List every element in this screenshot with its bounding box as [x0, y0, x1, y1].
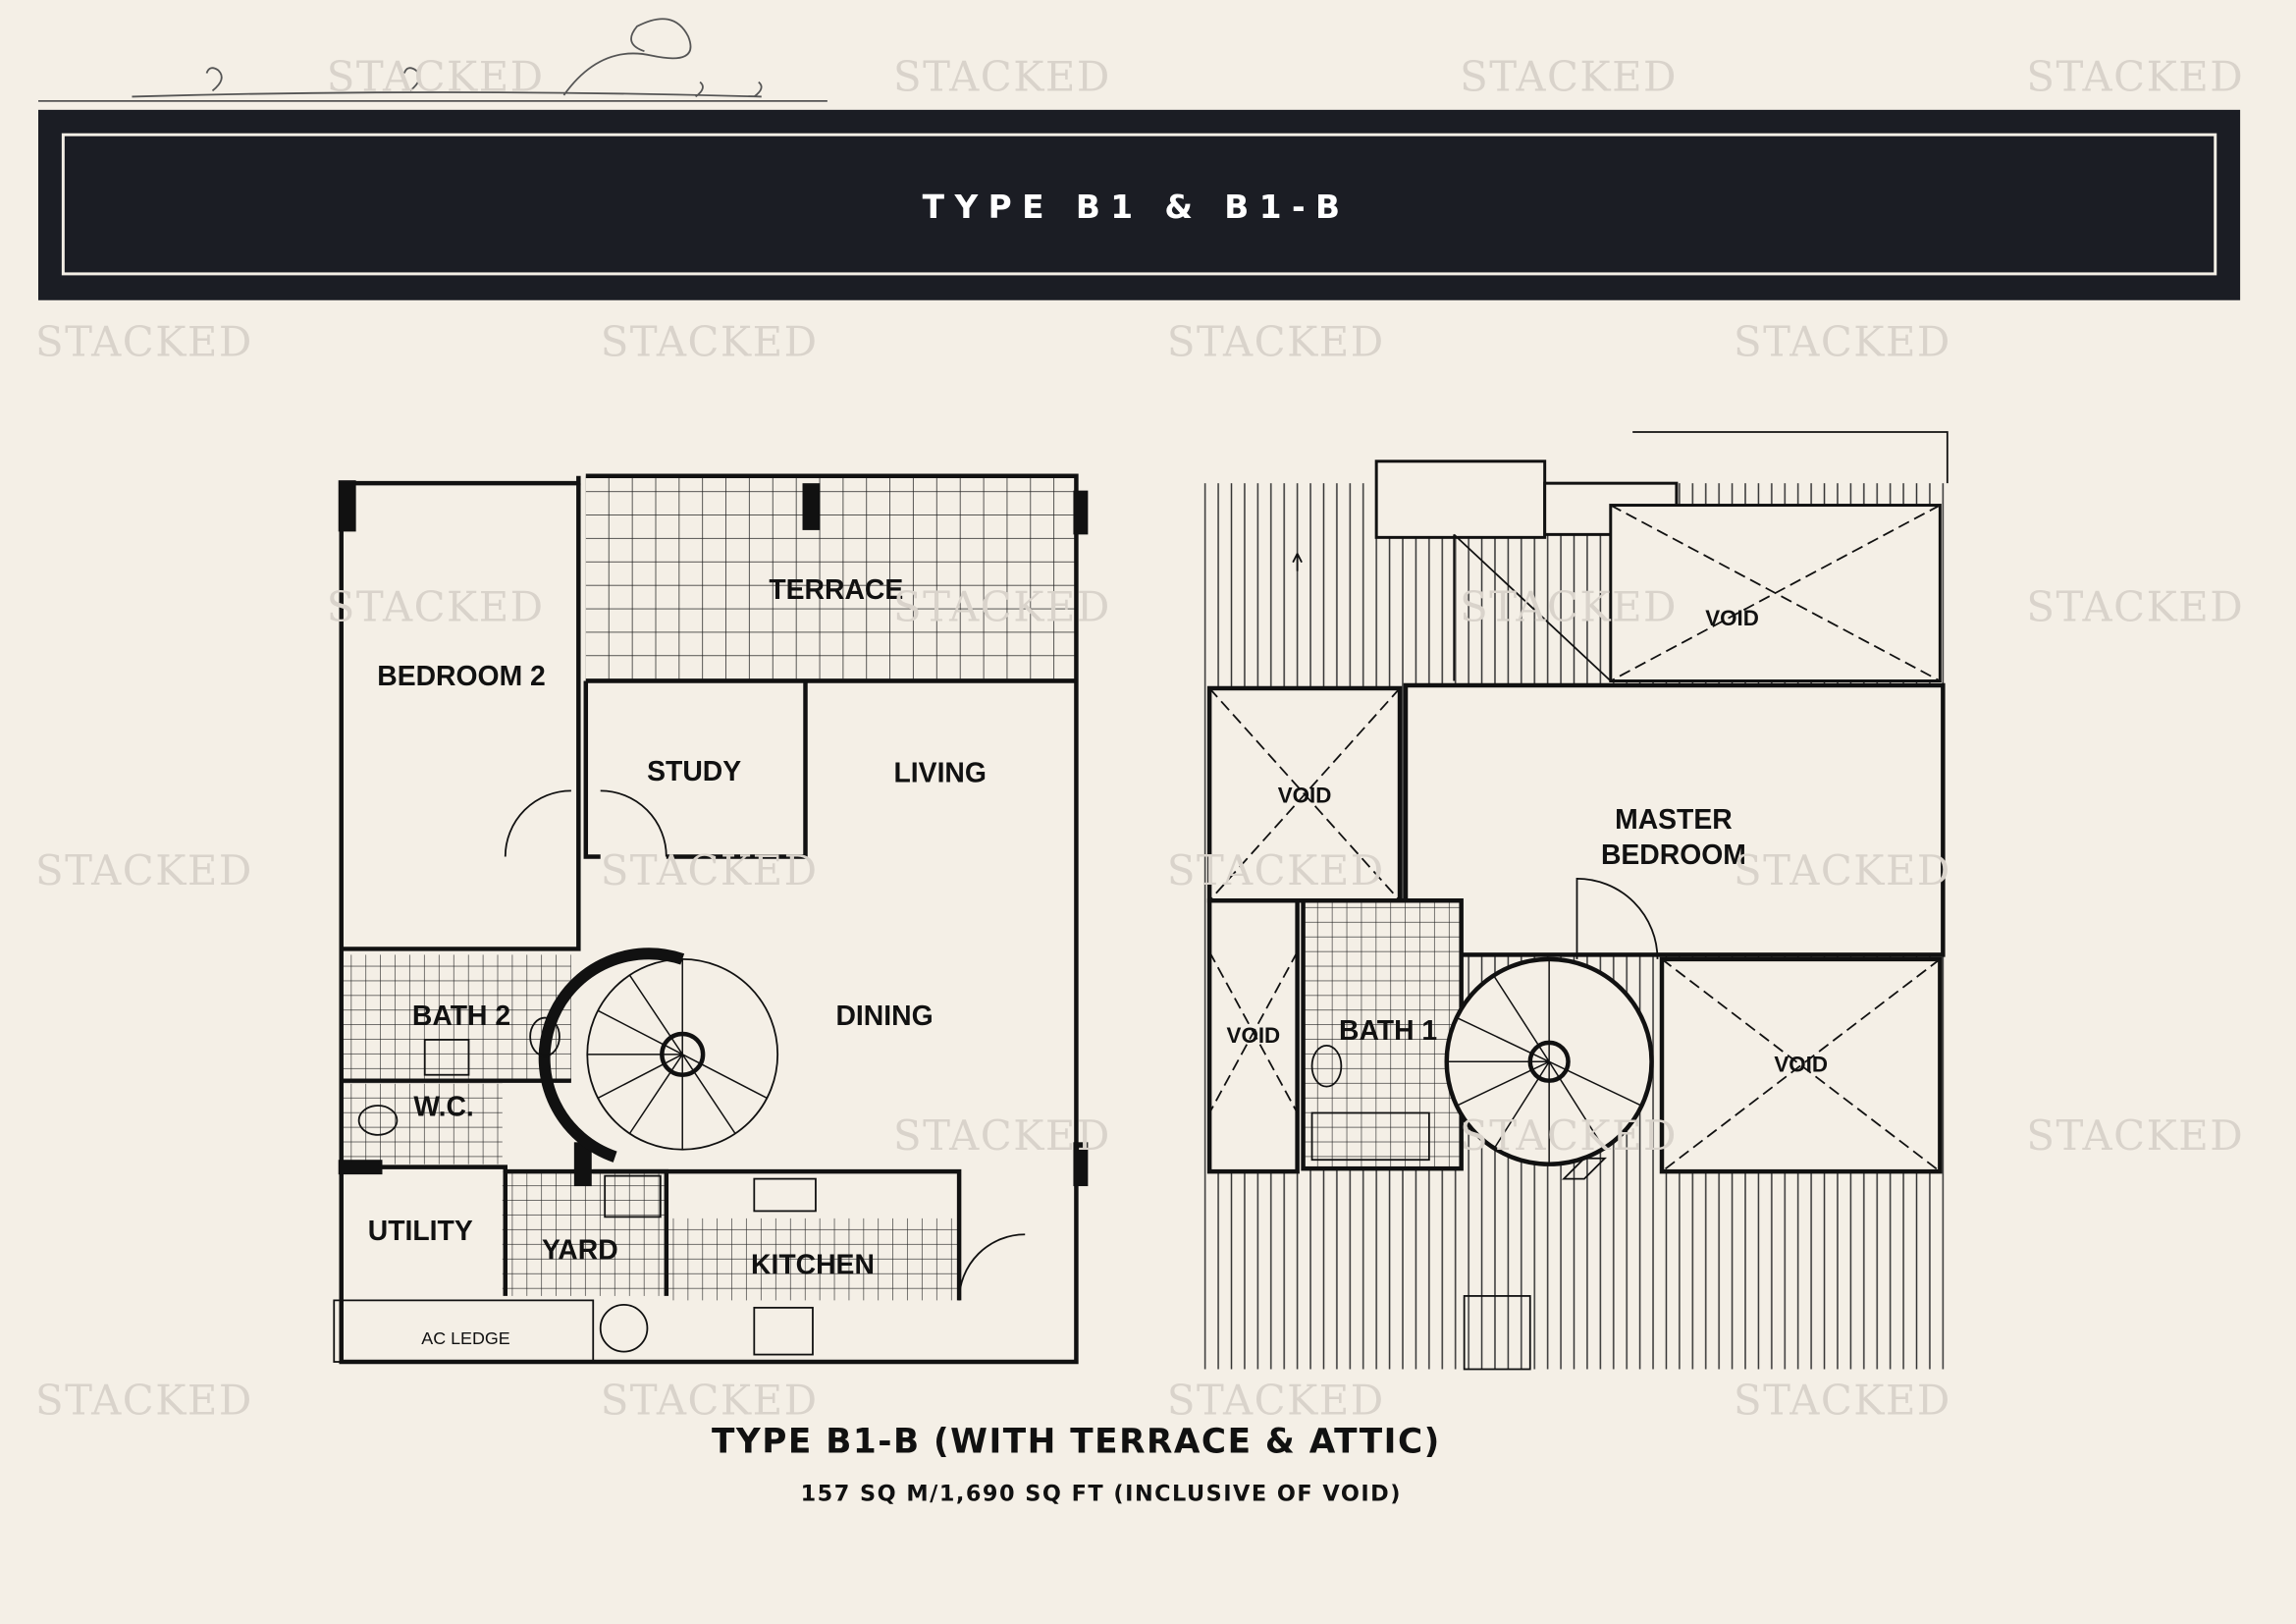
label-ac-ledge: AC LEDGE	[421, 1328, 509, 1348]
watermarks: STACKED STACKED STACKED STACKED STACKED …	[35, 52, 2244, 1425]
watermark-text: STACKED	[1167, 846, 1385, 894]
banner-title: TYPE B1 & B1-B	[923, 189, 1351, 226]
label-bedroom-2: BEDROOM 2	[377, 661, 546, 692]
watermark-text: STACKED	[1734, 317, 1951, 365]
label-master-line2: BEDROOM	[1601, 839, 1746, 871]
label-study: STUDY	[647, 756, 741, 787]
ac-ledge-area	[333, 1299, 595, 1363]
label-void-2: VOID	[1705, 606, 1759, 630]
watermark-text: STACKED	[327, 582, 545, 630]
label-void-3: VOID	[1227, 1023, 1281, 1048]
watermark-text: STACKED	[1460, 1111, 1678, 1160]
watermark-text: STACKED	[893, 52, 1111, 100]
label-bath-1: BATH 1	[1339, 1015, 1437, 1047]
void-bottom-right	[1659, 956, 1943, 1174]
bath1-area	[1301, 897, 1464, 1171]
watermark-text: STACKED	[1734, 1377, 1951, 1425]
label-dining: DINING	[835, 1001, 933, 1032]
plan-caption-title: TYPE B1-B (WITH TERRACE & ATTIC)	[712, 1423, 1441, 1462]
watermark-text: STACKED	[2026, 582, 2244, 630]
watermark-text: STACKED	[893, 1111, 1111, 1160]
watermark-text: STACKED	[1167, 1377, 1385, 1425]
bath2-area	[341, 954, 571, 1081]
watermark-text: STACKED	[601, 1377, 819, 1425]
watermark-text: STACKED	[601, 317, 819, 365]
yard-area	[502, 1171, 667, 1296]
watermark-text: STACKED	[35, 317, 253, 365]
watermark-text: STACKED	[327, 52, 545, 100]
ornament-flourish	[37, 18, 828, 102]
terrace-area	[585, 475, 1077, 681]
watermark-text: STACKED	[2026, 1111, 2244, 1160]
label-master-line1: MASTER	[1615, 804, 1733, 836]
label-wc: W.C.	[413, 1091, 473, 1122]
label-bath-2: BATH 2	[412, 1001, 510, 1032]
watermark-text: STACKED	[35, 846, 253, 894]
label-living: LIVING	[893, 757, 986, 788]
watermark-text: STACKED	[601, 846, 819, 894]
wc-area	[341, 1083, 503, 1164]
plan-caption-area: 157 SQ M/1,690 SQ FT (INCLUSIVE OF VOID)	[801, 1482, 1402, 1507]
watermark-text: STACKED	[2026, 52, 2244, 100]
attic-spiral-staircase	[1444, 877, 1659, 1166]
void-left	[1206, 685, 1403, 903]
label-utility: UTILITY	[368, 1216, 473, 1247]
label-void-1: VOID	[1278, 783, 1332, 807]
watermark-text: STACKED	[1460, 52, 1678, 100]
upper-floor-plan: VOID VOID VOID VOID MASTER BEDROOM BATH …	[1203, 431, 1949, 1371]
watermark-text: STACKED	[1460, 582, 1678, 630]
watermark-text: STACKED	[35, 1377, 253, 1425]
void-bottom-left	[1206, 897, 1300, 1174]
label-yard: YARD	[542, 1235, 618, 1267]
title-banner: TYPE B1 & B1-B	[37, 109, 2241, 300]
watermark-text: STACKED	[1167, 317, 1385, 365]
label-void-4: VOID	[1774, 1053, 1828, 1077]
watermark-text: STACKED	[1734, 846, 1951, 894]
void-top-right	[1453, 504, 1942, 683]
kitchen-area	[666, 1218, 960, 1301]
watermark-text: STACKED	[893, 582, 1111, 630]
spiral-staircase	[538, 947, 779, 1163]
lower-floor-plan: TERRACE BEDROOM 2 STUDY LIVING DINING BA…	[333, 473, 1089, 1365]
label-kitchen: KITCHEN	[751, 1250, 875, 1281]
label-terrace: TERRACE	[769, 574, 903, 606]
